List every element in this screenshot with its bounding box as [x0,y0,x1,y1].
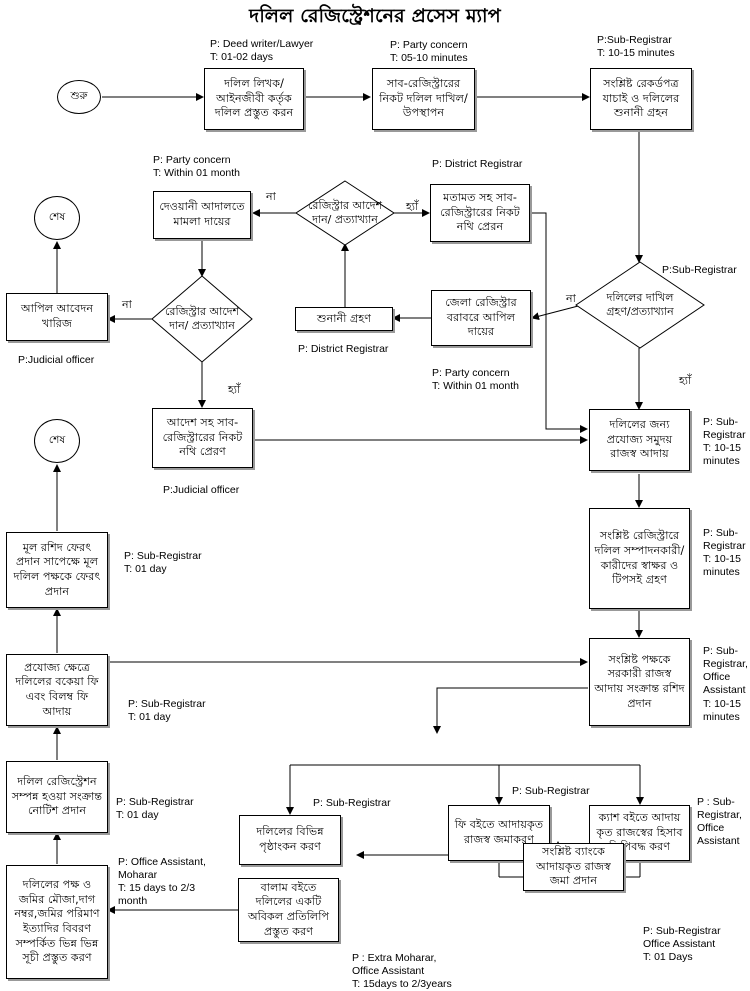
note-lists: P: Office Assistant, Moharar T: 15 days … [118,856,206,908]
note-appeal-dismissed: P:Judicial officer [18,354,95,366]
step-notice: দলিল রেজিস্ট্রেশন সম্পন্ন হওয়া সংক্রান্… [6,761,108,833]
note-appeal-district-registrar: P: Party concern T: Within 01 month [432,367,519,393]
note-submission: P: Party concern T: 05-10 minutes [390,39,468,65]
note-collect-revenue: P: Sub- Registrar T: 10-15 minutes [703,416,746,468]
step-lists: দলিলের পক্ষ ও জমির মৌজা,দাগ নম্বর,জমির প… [6,865,108,979]
arrow-opinion-to-revenue [530,212,588,433]
label-yes-registrar: হ্যাঁ [406,200,419,213]
label-no-court: না [122,298,132,311]
label-yes-court: হ্যাঁ [228,383,241,396]
note-signatures: P: Sub- Registrar T: 10-15 minutes [703,527,746,579]
label-yes-accept: হ্যাঁ [679,374,692,387]
step-signatures: সংশ্লিষ্ট রেজিস্ট্রারে দলিল সম্পাদনকারী/… [589,508,690,609]
note-send-with-order: P:Judicial officer [163,484,240,496]
start-node: শুরু [57,80,101,114]
step-civil-suit: দেওয়ানী আদালতে মামলা দায়ের [153,191,251,239]
note-fee-book: P: Sub-Registrar [512,785,590,797]
step-hearing: শুনানী গ্রহণ [295,307,393,331]
end-node-top: শেষ [34,196,80,240]
decision-accept-text: দলিলের দাখিল গ্রহণ/প্রত্যাখ্যান [606,290,674,318]
step-collect-revenue: দলিলের জন্য প্রযোজ্য সমুদয় রাজস্ব আদায় [589,409,690,471]
note-return-deed: P: Sub-Registrar T: 01 day [124,550,202,576]
note-bank-deposit: P: Sub-Registrar Office Assistant T: 01 … [643,925,721,964]
page-title: দলিল রেজিস্ট্রেশনের প্রসেস ম্যাপ [249,5,501,27]
step-send-with-opinion: মতামত সহ সাব-রেজিস্ট্রারের নিকট নথি প্রে… [430,184,530,242]
step-send-with-order: আদেশ সহ সাব-রেজিস্ট্রারের নিকট নথি প্রের… [152,408,253,468]
step-appeal-district-registrar: জেলা রেজিস্ট্রার বরাবরে আপিল দায়ের [431,290,531,346]
note-receipt: P: Sub- Registrar, Office Assistant T: 1… [703,645,748,723]
note-verification: P:Sub-Registrar T: 10-15 minutes [597,34,675,60]
arrow-decision-no-to-appeal [531,304,583,321]
note-deed-preparation: P: Deed writer/Lawyer T: 01-02 days [210,38,314,64]
arrow-receipt-to-split [433,687,588,734]
step-deed-preparation: দলিল লিখক/ আইনজীবী কর্তৃক দলিল প্রস্তুত … [204,68,304,130]
note-accept-reject: P:Sub-Registrar [662,264,737,276]
note-page-marking: P: Sub-Registrar [313,797,391,809]
note-volume-copy: P : Extra Moharar, Office Assistant T: 1… [352,952,452,991]
step-verification: সংশ্লিষ্ট রেকর্ডপত্র যাচাই ও দলিলের শুনা… [590,68,692,130]
note-send-with-opinion: P: District Registrar [432,158,523,170]
note-hearing: P: District Registrar [298,343,389,355]
decision-registrar-text: রেজিস্ট্রার আদেশ দান/ প্রত্যাখ্যান [307,198,383,226]
step-bank-deposit: সংশ্লিষ্ট ব্যাংকে আদায়কৃত রাজস্ব জমা প্… [523,843,624,891]
step-receipt: সংশ্লিষ্ট পক্ষকে সরকারী রাজস্ব আদায় সংক… [589,638,690,726]
note-cash-book: P : Sub- Registrar, Office Assistant [697,796,742,848]
step-volume-copy: বালাম বইতে দলিলের একটি অবিকল প্রতিলিপি প… [238,878,339,942]
step-submission: সাব-রেজিস্ট্রারের নিকট দলিল দাখিল/উপস্থা… [372,68,475,130]
decision-court-text: রেজিস্ট্রার আদেশ দান/ প্রত্যাখ্যান [164,304,240,332]
end-node-bottom: শেষ [34,419,80,463]
note-fees: P: Sub-Registrar T: 01 day [128,698,206,724]
label-no-registrar: না [266,190,276,203]
label-no-accept: না [566,292,576,305]
step-return-deed: মূল রশিদ ফেরৎ প্রদান সাপেক্ষে মূল দলিল প… [6,532,108,608]
note-notice: P: Sub-Registrar T: 01 day [116,796,194,822]
step-page-marking: দলিলের বিভিন্ন পৃষ্ঠাংকন করণ [239,815,341,865]
note-civil-suit: P: Party concern T: Within 01 month [153,154,240,180]
step-fees: প্রযোজ্য ক্ষেত্রে দলিলের বকেয়া ফি এবং ব… [6,654,108,726]
step-appeal-dismissed: আপিল আবেদন খারিজ [6,293,108,341]
decision-diamond-registrar [295,180,395,246]
decision-diamond-court [151,275,253,363]
decision-diamond-accept [575,261,705,349]
